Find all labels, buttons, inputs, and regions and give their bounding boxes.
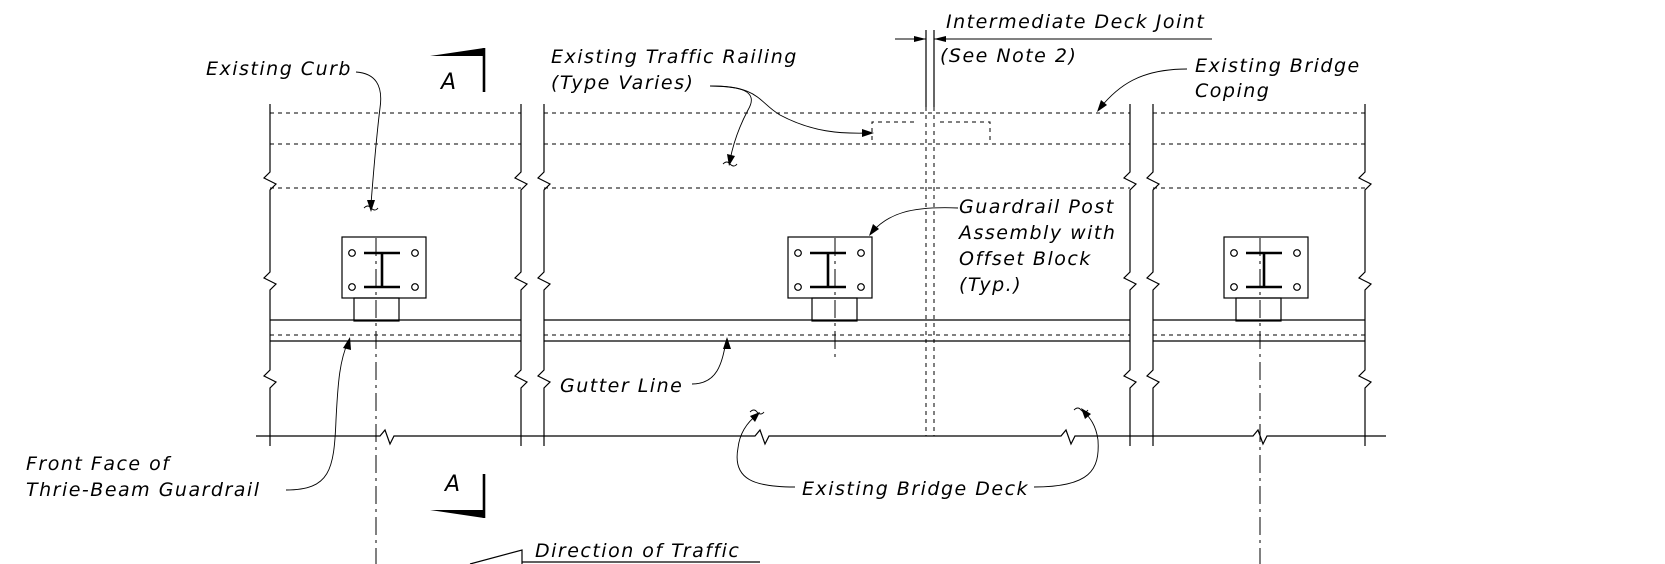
label-bridge-deck: Existing Bridge Deck (802, 478, 1029, 500)
leaders (285, 68, 1188, 491)
label-traffic-railing-1: Existing Traffic Railing (551, 46, 798, 68)
label-deck-joint-2: (See Note 2) (940, 45, 1077, 67)
guardrail-post-center (787, 236, 873, 322)
guardrail-post-left (341, 236, 427, 322)
label-traffic-railing-2: (Type Varies) (551, 72, 694, 94)
label-direction-of-traffic: Direction of Traffic (535, 540, 740, 562)
bridge-deck-line (256, 428, 1386, 446)
annotation-labels: Existing Curb Existing Traffic Railing (… (26, 11, 1361, 562)
label-front-face-2: Thrie-Beam Guardrail (26, 479, 261, 501)
centerlines (375, 238, 1261, 564)
label-guardrail-post-2: Assembly with (957, 222, 1116, 244)
label-front-face-1: Front Face of (26, 453, 172, 475)
guardrail-lines (270, 319, 1365, 342)
label-guardrail-post-4: (Typ.) (959, 274, 1022, 296)
label-guardrail-post-1: Guardrail Post (959, 196, 1115, 218)
label-bridge-coping-2: Coping (1195, 80, 1270, 102)
label-existing-curb: Existing Curb (206, 58, 352, 80)
label-guardrail-post-3: Offset Block (959, 248, 1092, 270)
direction-arrow (469, 549, 760, 564)
dotted-lines (270, 112, 1365, 336)
label-gutter-line: Gutter Line (560, 375, 683, 397)
section-marker-bottom (430, 474, 486, 518)
break-lines (262, 104, 1373, 446)
label-section-top: A (439, 70, 456, 95)
section-marker-top (430, 48, 486, 92)
deck-joint (895, 30, 1212, 436)
guardrail-post-right (1223, 236, 1309, 322)
label-section-bottom: A (443, 472, 460, 497)
label-bridge-coping-1: Existing Bridge (1195, 55, 1361, 77)
label-deck-joint-1: Intermediate Deck Joint (946, 11, 1205, 33)
